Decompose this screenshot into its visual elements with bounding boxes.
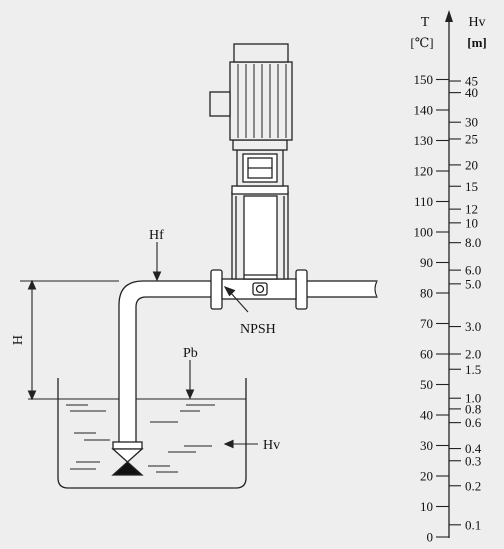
pipe-break-mark: [374, 280, 378, 298]
hv-tick-label: 8.0: [465, 235, 481, 250]
valve-cap: [112, 441, 143, 450]
flanges: [210, 269, 308, 310]
valve-upper: [111, 448, 144, 463]
t-tick-label: 40: [420, 408, 433, 423]
t-tick-label: 80: [420, 286, 433, 301]
t-tick-label: 150: [414, 72, 434, 87]
hv-tick-label: 40: [465, 85, 478, 100]
t-tick-label: 50: [420, 377, 433, 392]
hv-scale-title: Hv: [468, 15, 485, 30]
hv-tick-label: 20: [465, 157, 478, 172]
hv-tick-label: 0.3: [465, 453, 481, 468]
hv-indicator: [223, 439, 258, 449]
hv-tick-label: 15: [465, 179, 478, 194]
foot-valve: [111, 441, 144, 476]
hv-tick-label: 0.2: [465, 478, 481, 493]
t-tick-label: 130: [414, 133, 434, 148]
npsh-label: NPSH: [240, 322, 276, 337]
discharge-flange: [295, 269, 308, 310]
hv-tick-label: 30: [465, 115, 478, 130]
h-arrow-up: [27, 279, 37, 290]
hf-arrow-head: [152, 271, 162, 282]
t-tick-label: 120: [414, 164, 434, 179]
t-tick-label: 90: [420, 255, 433, 270]
npsh-arrow-line: [229, 291, 249, 313]
t-scale-title: T: [421, 15, 430, 30]
hv-tick-label: 12: [465, 202, 478, 217]
hv-tick-label: 0.4: [465, 441, 482, 456]
t-tick-label: 110: [414, 194, 433, 209]
hv-tick-label: 25: [465, 131, 478, 146]
discharge-pipe-body: [304, 280, 378, 298]
drain-plug-bolt: [255, 284, 265, 294]
t-tick-label: 60: [420, 347, 433, 362]
pump-head-plate: [231, 185, 289, 195]
motor-flange: [232, 139, 288, 151]
hv-label: Hv: [263, 438, 280, 453]
hv-tick-label: 45: [465, 74, 478, 89]
hv-tick-label: 10: [465, 215, 478, 230]
vertical-pump: [209, 43, 293, 280]
t-tick-label: 30: [420, 438, 433, 453]
hv-arrow-head: [223, 439, 234, 449]
hv-tick-label: 0.8: [465, 401, 481, 416]
h-label: H: [11, 335, 26, 345]
hv-tick-label: 6.0: [465, 263, 481, 278]
tank-outline: [57, 378, 247, 489]
h-dimension: [20, 279, 119, 401]
h-arrow-down: [27, 390, 37, 401]
t-scale-unit: [℃]: [410, 35, 433, 50]
motor-fan-cover: [233, 43, 289, 63]
pb-indicator: [185, 360, 195, 400]
hf-indicator: [152, 242, 162, 282]
terminal-box: [209, 91, 231, 117]
motor-body: [229, 61, 293, 141]
suction-pipe: [118, 280, 215, 447]
scale-axis-arrow: [445, 10, 453, 22]
t-tick-label: 140: [414, 103, 434, 118]
t-tick-label: 10: [420, 499, 433, 514]
hf-label: Hf: [149, 228, 164, 243]
npsh-indicator: [223, 285, 249, 313]
valve-lower: [111, 461, 144, 476]
discharge-pipe: [304, 280, 378, 298]
t-tick-label: 20: [420, 469, 433, 484]
t-tick-label: 70: [420, 316, 433, 331]
npsh-arrow-head: [223, 285, 236, 297]
pb-arrow-head: [185, 389, 195, 400]
hv-tick-label: 0.1: [465, 517, 481, 532]
t-tick-label: 100: [414, 225, 434, 240]
hv-tick-label: 2.0: [465, 347, 481, 362]
hv-tick-label: 0.6: [465, 415, 482, 430]
nomogram-scale: T [℃] Hv [m] 150140130120110100908070605…: [410, 10, 487, 545]
t-tick-label: 0: [427, 530, 434, 545]
hv-tick-label: 1.5: [465, 362, 481, 377]
hv-tick-label: 3.0: [465, 319, 481, 334]
pump-sleeve: [243, 195, 278, 280]
suction-flange: [210, 269, 223, 310]
pb-label: Pb: [183, 346, 198, 361]
hv-scale-unit: [m]: [467, 35, 487, 50]
hv-tick-label: 1.0: [465, 391, 481, 406]
motor-cooling-fins: [237, 64, 287, 138]
water-tank: [57, 378, 247, 489]
water-surface: [28, 398, 246, 473]
hv-tick-label: 5.0: [465, 276, 481, 291]
suction-pipe-body: [118, 280, 215, 447]
